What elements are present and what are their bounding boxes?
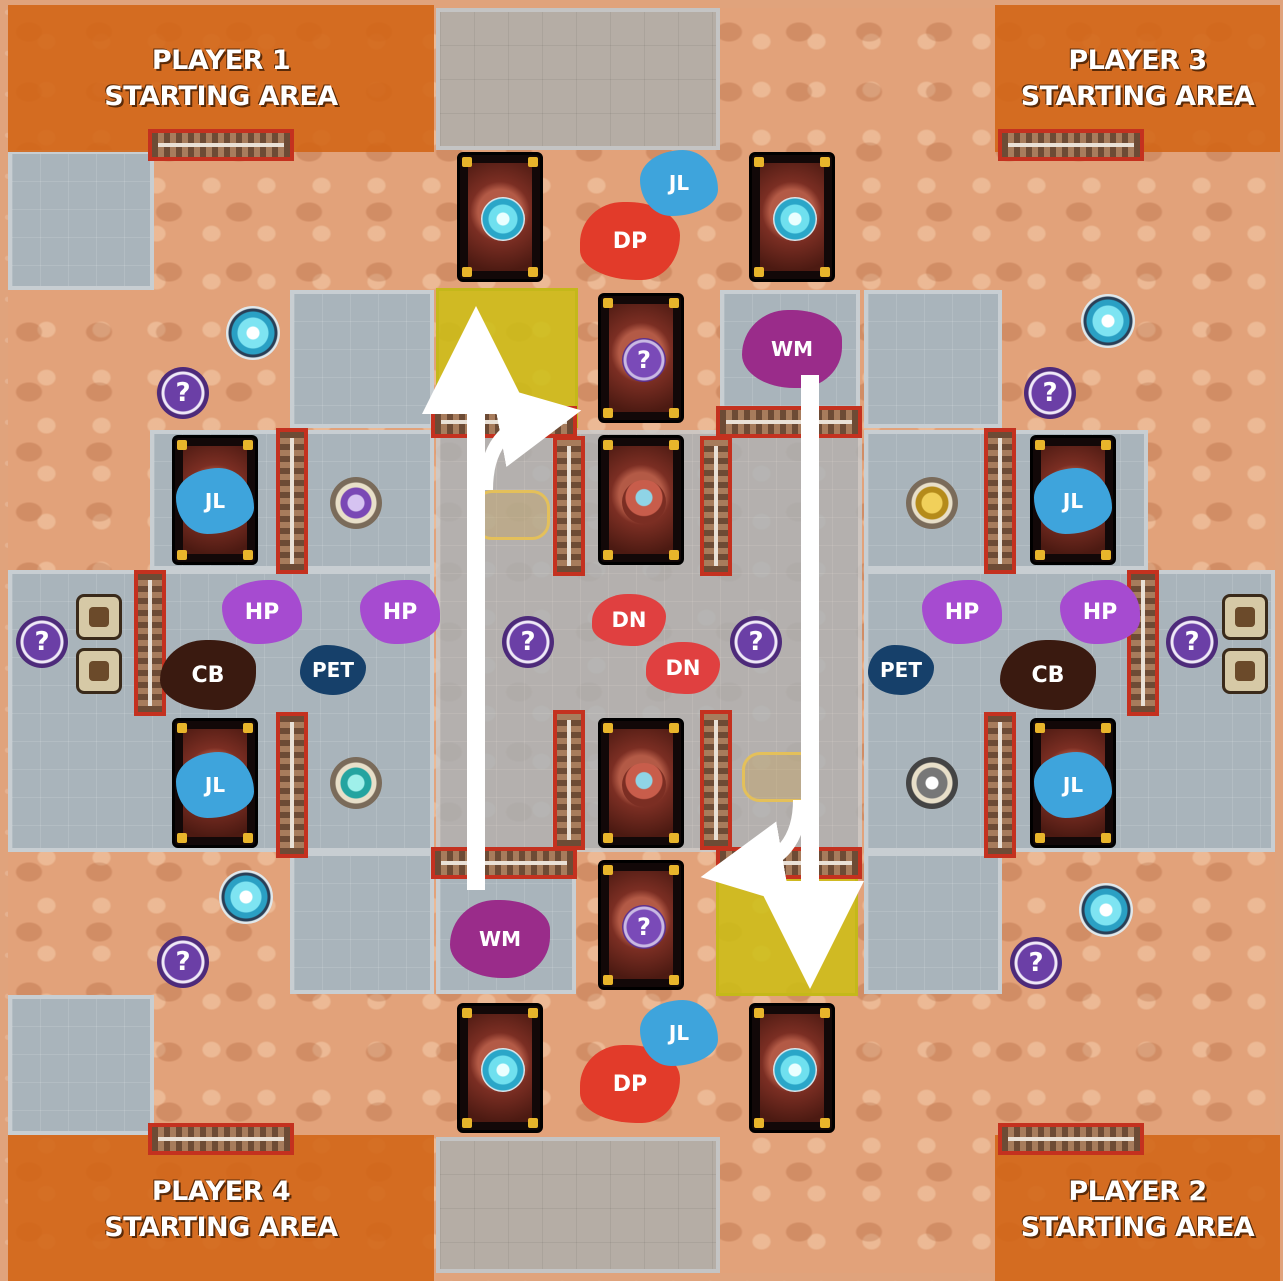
arrow-icon [486,418,540,490]
arrow-icon [742,800,800,870]
